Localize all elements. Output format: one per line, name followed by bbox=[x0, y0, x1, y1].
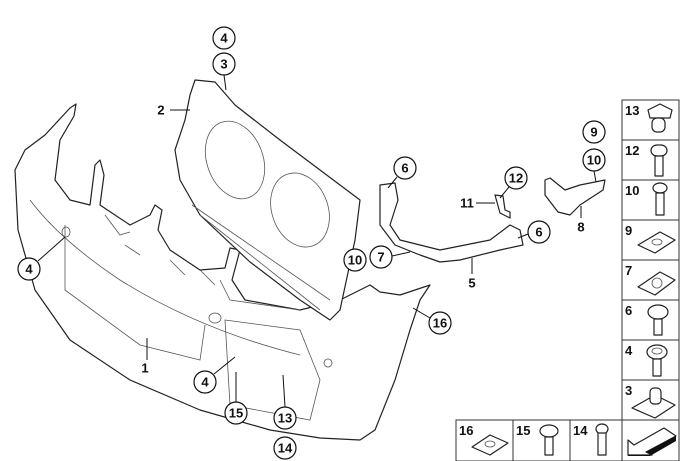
callout-8[interactable]: 8 bbox=[577, 220, 584, 235]
callout-7[interactable]: 7 bbox=[369, 245, 393, 269]
svg-text:11: 11 bbox=[460, 196, 474, 211]
callout-2[interactable]: 2 bbox=[157, 103, 164, 118]
svg-text:16: 16 bbox=[459, 423, 473, 438]
svg-text:16: 16 bbox=[433, 316, 447, 331]
svg-text:12: 12 bbox=[509, 171, 523, 186]
svg-text:14: 14 bbox=[573, 423, 588, 438]
callout-10-left[interactable]: 10 bbox=[343, 248, 367, 272]
arrow-icon bbox=[627, 427, 677, 456]
svg-text:15: 15 bbox=[516, 423, 530, 438]
bolt-icon bbox=[650, 144, 668, 177]
svg-text:8: 8 bbox=[577, 220, 584, 235]
fastener-7[interactable]: 7 bbox=[621, 259, 680, 301]
callout-11[interactable]: 11 bbox=[460, 196, 474, 211]
callout-14[interactable]: 14 bbox=[273, 436, 297, 460]
collar-screw-icon bbox=[539, 424, 559, 456]
svg-text:10: 10 bbox=[587, 153, 601, 168]
fastener-10[interactable]: 10 bbox=[621, 179, 680, 221]
clip-icon bbox=[637, 271, 676, 296]
screw-icon bbox=[652, 182, 668, 216]
fastener-4[interactable]: 4 bbox=[621, 339, 680, 381]
svg-text:6: 6 bbox=[625, 303, 632, 318]
washer-screw-icon bbox=[646, 344, 668, 377]
svg-text:7: 7 bbox=[625, 263, 632, 278]
callout-4-top[interactable]: 4 bbox=[212, 26, 236, 50]
svg-text:3: 3 bbox=[625, 383, 632, 398]
fastener-9[interactable]: 9 bbox=[621, 219, 680, 261]
callout-13[interactable]: 13 bbox=[273, 406, 297, 430]
svg-text:10: 10 bbox=[348, 253, 362, 268]
callout-12[interactable]: 12 bbox=[504, 166, 528, 190]
bumper-cover-part[interactable] bbox=[14, 103, 431, 441]
spring-nut-icon bbox=[637, 231, 676, 254]
svg-text:13: 13 bbox=[625, 103, 639, 118]
bracket-part[interactable] bbox=[379, 182, 524, 263]
spring-nut-icon bbox=[471, 434, 509, 456]
screw-icon bbox=[595, 423, 609, 456]
callout-4-left[interactable]: 4 bbox=[17, 257, 41, 281]
svg-text:1: 1 bbox=[141, 361, 148, 376]
navigation-arrow-button[interactable] bbox=[621, 419, 680, 461]
fastener-row: 16 15 14 bbox=[455, 419, 680, 461]
side-bracket-part[interactable] bbox=[544, 177, 606, 216]
fastener-16[interactable]: 16 bbox=[455, 419, 514, 461]
svg-text:9: 9 bbox=[590, 125, 597, 140]
svg-text:6: 6 bbox=[535, 225, 542, 240]
callout-15[interactable]: 15 bbox=[224, 401, 248, 425]
callout-16[interactable]: 16 bbox=[428, 311, 452, 335]
svg-text:9: 9 bbox=[625, 223, 632, 238]
callout-6-top[interactable]: 6 bbox=[393, 156, 417, 180]
fastener-13[interactable]: 13 bbox=[621, 99, 680, 141]
small-bracket-part[interactable] bbox=[494, 194, 511, 219]
cage-nut-icon bbox=[631, 387, 676, 419]
svg-text:12: 12 bbox=[625, 143, 639, 158]
svg-text:2: 2 bbox=[157, 103, 164, 118]
collar-screw-icon bbox=[647, 304, 669, 336]
callout-10-right[interactable]: 10 bbox=[582, 148, 606, 172]
fastener-14[interactable]: 14 bbox=[569, 419, 623, 461]
callout-4-bottom[interactable]: 4 bbox=[193, 370, 217, 394]
callout-1[interactable]: 1 bbox=[141, 361, 148, 376]
svg-text:4: 4 bbox=[25, 262, 33, 277]
svg-text:5: 5 bbox=[468, 276, 475, 291]
fastener-column: 13 12 10 9 7 6 4 3 bbox=[621, 99, 680, 421]
svg-text:7: 7 bbox=[377, 250, 384, 265]
callout-5[interactable]: 5 bbox=[468, 276, 475, 291]
clip-nut-icon bbox=[647, 103, 673, 133]
leader-lines bbox=[37, 74, 597, 408]
callout-3[interactable]: 3 bbox=[212, 52, 236, 76]
svg-text:13: 13 bbox=[278, 411, 292, 426]
svg-text:14: 14 bbox=[278, 441, 293, 456]
svg-text:4: 4 bbox=[625, 343, 633, 358]
svg-text:4: 4 bbox=[220, 31, 228, 46]
callout-6-right[interactable]: 6 bbox=[527, 220, 551, 244]
fastener-3[interactable]: 3 bbox=[621, 379, 680, 421]
svg-text:15: 15 bbox=[229, 406, 243, 421]
svg-text:10: 10 bbox=[625, 183, 639, 198]
callout-9[interactable]: 9 bbox=[582, 120, 606, 144]
svg-text:3: 3 bbox=[220, 57, 227, 72]
svg-text:4: 4 bbox=[201, 375, 209, 390]
fastener-12[interactable]: 12 bbox=[621, 139, 680, 181]
fastener-15[interactable]: 15 bbox=[512, 419, 571, 461]
grille-carrier-part[interactable] bbox=[174, 79, 361, 321]
fastener-6[interactable]: 6 bbox=[621, 299, 680, 341]
svg-text:6: 6 bbox=[401, 161, 408, 176]
